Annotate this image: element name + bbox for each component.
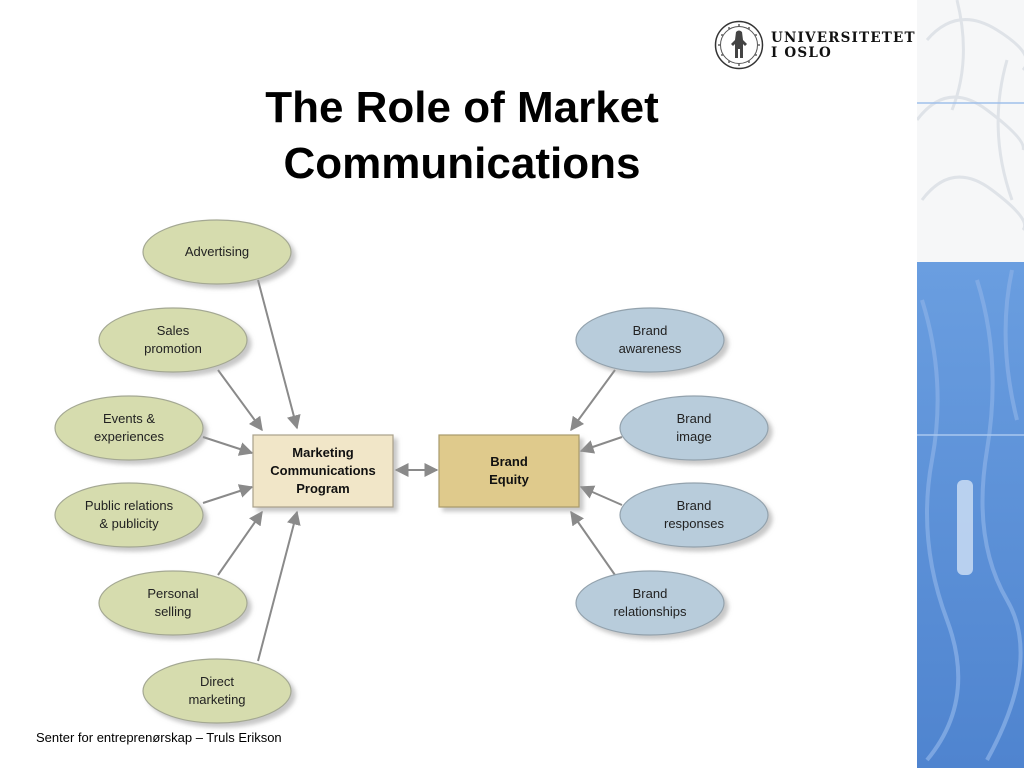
logo-wordmark: UNIVERSITETET I OSLO	[771, 31, 916, 61]
node-label-public-relations: Public relations & publicity	[84, 498, 174, 531]
node-direct-marketing	[142, 658, 292, 724]
node-public-relations	[54, 482, 204, 548]
node-personal-selling	[98, 570, 248, 636]
node-label-advertising: Advertising	[184, 244, 250, 259]
arrow-events	[202, 436, 254, 456]
node-label-direct-marketing: Direct marketing	[188, 674, 246, 707]
node-label-brand-image: Brand image	[676, 411, 712, 444]
node-events-experiences	[54, 395, 204, 461]
node-brand-image	[619, 395, 769, 461]
arrow-public-relations	[202, 484, 254, 504]
university-seal-icon	[714, 20, 764, 70]
arrow-brand-responses	[579, 485, 623, 506]
arrow-direct-marketing	[257, 510, 301, 662]
box-label-equity: Brand Equity	[489, 454, 529, 487]
node-sales-promotion	[98, 307, 248, 373]
node-label-events-experiences: Events & experiences	[93, 411, 165, 444]
box-brand-equity	[438, 434, 580, 508]
arrow-sales-promotion	[217, 369, 263, 432]
slide-title-line-1: The Role of Market	[265, 83, 659, 132]
logo-line-1: UNIVERSITETET	[771, 30, 916, 46]
node-label-personal-selling: Personal selling	[147, 586, 199, 619]
slide-title: The Role of Market Communications	[150, 80, 774, 192]
node-label-brand-responses: Brand responses	[664, 498, 724, 531]
arrow-brand-relationships	[570, 510, 616, 576]
node-label-brand-relationships: Brand relationships	[613, 586, 687, 619]
arrow-advertising	[257, 279, 301, 430]
slide-title-line-2: Communications	[283, 139, 641, 188]
node-advertising	[142, 219, 292, 285]
market-communications-diagram: Advertising Sales promotion Events & exp…	[54, 219, 769, 724]
decorative-side-strip	[917, 0, 1024, 768]
node-label-brand-awareness: Brand awareness	[618, 323, 682, 356]
arrow-personal-selling	[217, 510, 263, 576]
box-label-program: Marketing Communications Program	[270, 445, 376, 496]
arrow-brand-awareness	[570, 369, 616, 432]
node-label-sales-promotion: Sales promotion	[144, 323, 202, 356]
logo-line-2: I OSLO	[771, 45, 832, 61]
node-brand-awareness	[575, 307, 725, 373]
box-marketing-communications-program	[252, 434, 394, 508]
arrow-brand-image	[579, 436, 623, 454]
node-brand-responses	[619, 482, 769, 548]
node-brand-relationships	[575, 570, 725, 636]
university-logo: UNIVERSITETET I OSLO	[714, 20, 915, 70]
slide-footer: Senter for entreprenørskap – Truls Eriks…	[36, 730, 282, 745]
